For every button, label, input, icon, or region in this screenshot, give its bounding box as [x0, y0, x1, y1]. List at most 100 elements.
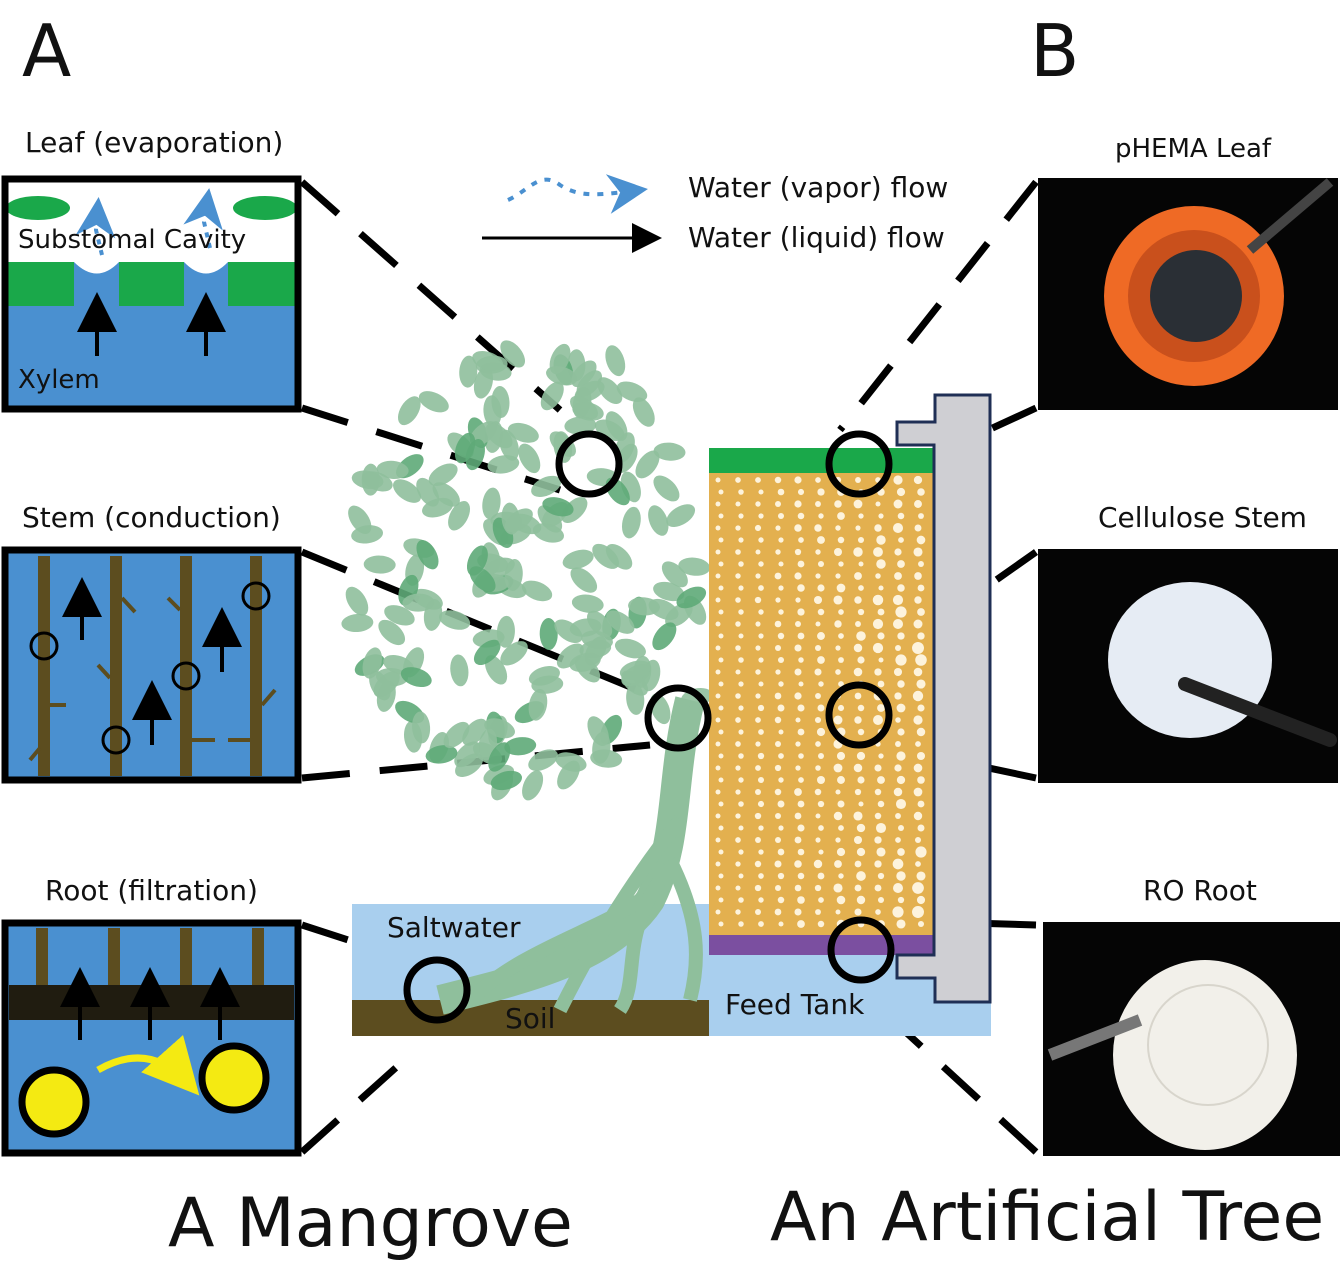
pore-dot — [915, 846, 927, 858]
pore-dot — [774, 620, 782, 628]
housing — [895, 393, 992, 1004]
pore-dot — [798, 681, 804, 687]
pore-dot — [797, 896, 805, 904]
foliage-leaf — [652, 622, 677, 651]
pore-dot — [917, 800, 925, 808]
pore-dot — [775, 525, 781, 531]
pore-dots — [715, 475, 927, 929]
pore-dot — [836, 751, 846, 761]
foliage-leaf — [592, 731, 611, 764]
pore-dot — [856, 871, 866, 881]
panel-label-b: B — [1030, 9, 1079, 93]
pore-dot — [794, 836, 802, 844]
foliage-leaf — [616, 381, 648, 402]
pore-dot — [794, 860, 802, 868]
pore-dot — [874, 812, 882, 820]
pore-dot — [854, 572, 862, 580]
foliage-leaf — [482, 487, 501, 520]
pore-dot — [738, 633, 744, 639]
pore-dot — [715, 477, 721, 483]
pore-dot — [914, 500, 922, 508]
foliage-leaf — [504, 737, 537, 756]
pore-dot — [794, 476, 802, 484]
foliage-leaf — [341, 613, 374, 633]
foliage-leaf — [397, 396, 421, 426]
pore-dot — [833, 595, 843, 605]
pore-dot — [718, 561, 724, 567]
pore-dot — [878, 753, 884, 759]
pore-dot — [892, 522, 904, 534]
foliage-leaf — [507, 422, 539, 443]
pore-dot — [876, 847, 886, 857]
foliage-leaf — [581, 630, 613, 650]
pore-dot — [818, 681, 824, 687]
pore-dot — [894, 572, 902, 580]
pore-dot — [837, 536, 845, 544]
pore-dot — [758, 681, 764, 687]
pore-dot — [835, 789, 841, 795]
pore-dot — [797, 848, 805, 856]
pore-dot — [818, 753, 824, 759]
pore-dot — [797, 872, 805, 880]
pore-dot — [853, 835, 863, 845]
pore-dot — [738, 777, 744, 783]
pore-dot — [876, 535, 886, 545]
pore-dot — [817, 656, 825, 664]
pore-dot — [913, 667, 923, 677]
pore-dot — [815, 837, 821, 843]
pore-dot — [897, 896, 905, 904]
pore-dot — [835, 645, 841, 651]
pore-dot — [755, 717, 761, 723]
pore-dot — [755, 477, 761, 483]
pore-dot — [915, 861, 921, 867]
pore-dot — [755, 669, 761, 675]
pore-dot — [797, 800, 805, 808]
pore-dot — [774, 692, 782, 700]
pore-dot — [874, 788, 882, 796]
pore-dot — [856, 751, 866, 761]
pore-dot — [853, 667, 863, 677]
pore-dot — [775, 501, 781, 507]
pore-dot — [777, 848, 785, 856]
pore-dot — [774, 740, 782, 748]
pore-dot — [916, 727, 926, 737]
pore-dot — [798, 657, 804, 663]
pore-dot — [738, 681, 744, 687]
pore-dot — [718, 921, 724, 927]
pore-dot — [874, 524, 882, 532]
foliage-leaf — [564, 416, 597, 435]
pore-dot — [917, 704, 925, 712]
pore-dot — [774, 572, 782, 580]
pore-dot — [777, 896, 785, 904]
pore-dot — [814, 788, 822, 796]
foliage-leaf — [361, 463, 380, 496]
pore-dot — [893, 787, 903, 797]
pore-dot — [718, 609, 724, 615]
pore-dot — [778, 681, 784, 687]
foliage-leaf — [614, 638, 646, 659]
pore-dot — [814, 644, 822, 652]
foliage-leaf — [539, 618, 558, 651]
foliage-leaf — [416, 540, 439, 570]
pore-dot — [917, 776, 925, 784]
pore-dot — [895, 606, 907, 618]
pore-dot — [755, 741, 761, 747]
pore-dot — [794, 524, 802, 532]
pore-dot — [795, 597, 801, 603]
pore-dot — [896, 871, 906, 881]
pore-dot — [754, 812, 762, 820]
pore-dot — [914, 572, 922, 580]
pore-dot — [775, 597, 781, 603]
pore-dot — [735, 573, 741, 579]
pore-dot — [815, 501, 821, 507]
pore-dot — [814, 668, 822, 676]
pore-dot — [857, 608, 865, 616]
pore-dot — [718, 585, 724, 591]
pore-dot — [912, 642, 924, 654]
pore-dot — [918, 513, 924, 519]
pore-dot — [815, 765, 821, 771]
pore-dot — [795, 741, 801, 747]
pore-dot — [872, 594, 884, 606]
pore-dot — [897, 584, 905, 592]
pore-dot — [758, 897, 764, 903]
